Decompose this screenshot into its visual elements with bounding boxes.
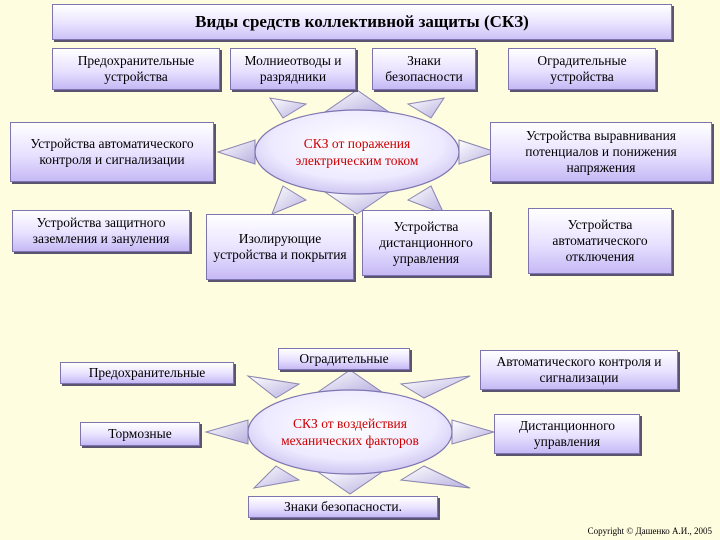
arrow-up [323,89,391,113]
box-m-protective: Предохранительные [60,362,234,384]
arrow-m-up-right [399,375,471,399]
arrow-m-up [316,369,384,393]
box-insulating-devices: Изолирующие устройства и покрытия [206,214,354,280]
arrow-up-left [268,97,308,119]
box-m-fencing: Оградительные [278,348,410,370]
box-m-brakes: Тормозные [80,422,200,446]
mechanical-center-ellipse [247,389,453,475]
arrow-m-left [204,419,249,445]
electric-center-label: СКЗ от поражения электрическим током [295,136,419,168]
page-title: Виды средств коллективной защиты (СКЗ) [52,4,672,40]
box-auto-shutdown: Устройства автоматического отключения [528,208,672,274]
box-safety-signs: Знаки безопасности [372,48,476,90]
box-m-auto-control: Автоматического контроля и сигнализации [480,350,678,390]
box-potential-equalization: Устройства выравнивания потенциалов и по… [490,122,712,182]
arrow-m-up-left [246,375,301,399]
box-m-remote-control: Дистанционного управления [494,414,640,454]
box-remote-control: Устройства дистанционного управления [362,210,490,276]
box-lightning-rods: Молниеотводы и разрядники [230,48,356,90]
electric-arrows [216,89,498,215]
box-protective-devices: Предохранительные устройства [52,48,220,90]
arrow-left [216,139,256,165]
mechanical-arrows [204,369,496,495]
copyright-text: Copyright © Дашенко А.И., 2005 [587,526,712,536]
electric-center-ellipse [254,109,460,195]
box-m-safety-signs: Знаки безопасности. [248,496,438,518]
box-auto-control-signaling: Устройства автоматического контроля и си… [10,122,214,182]
arrow-up-right [406,97,446,119]
arrow-m-down [316,471,384,495]
arrow-down-right [406,185,445,215]
arrow-m-down-left [252,465,301,489]
arrow-down-left [271,185,308,215]
box-fencing-devices: Оградительные устройства [508,48,656,90]
arrow-m-right [451,419,496,445]
box-grounding: Устройства защитного заземления и зануле… [12,210,190,252]
mechanical-center-label: СКЗ от воздействия механических факторов [281,416,419,448]
arrow-m-down-right [399,465,471,489]
